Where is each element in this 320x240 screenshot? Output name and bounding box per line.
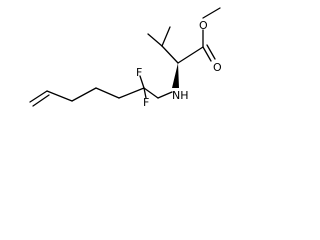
stereo-wedge-bond [172, 63, 179, 88]
atom-fluorine-2: F [143, 96, 149, 109]
bond-ca-carbonyl [177, 46, 204, 64]
bond-o-methyl [202, 7, 221, 19]
bond-ch2-n [157, 91, 173, 99]
bond-carbonyl-o-double-b [206, 44, 216, 60]
bond-vinyl-double-a [29, 90, 48, 103]
bonds [29, 7, 221, 107]
atom-amine-nh: NH [172, 89, 189, 102]
bond-chain-4 [118, 87, 145, 99]
molecule-structure: O O F F NH [29, 7, 222, 109]
atom-fluorine-1: F [136, 66, 142, 79]
bond-c-f2 [143, 87, 147, 99]
atom-labels: O O F F NH [136, 19, 222, 109]
bond-chain-2 [71, 87, 97, 102]
atom-methoxy-oxygen: O [199, 19, 208, 32]
bond-c-f1 [139, 75, 145, 89]
bond-chain-1 [46, 90, 73, 102]
bond-vinyl-double-b [32, 94, 50, 107]
bond-ch-me2 [161, 26, 171, 47]
bond-ch-me1 [147, 33, 163, 47]
atom-carbonyl-oxygen: O [213, 61, 222, 74]
bond-ca-ch [161, 45, 179, 64]
bond-cf2-ch2 [143, 87, 159, 99]
bond-carbonyl-o-double-a [202, 46, 212, 62]
bond-chain-3 [95, 87, 120, 99]
